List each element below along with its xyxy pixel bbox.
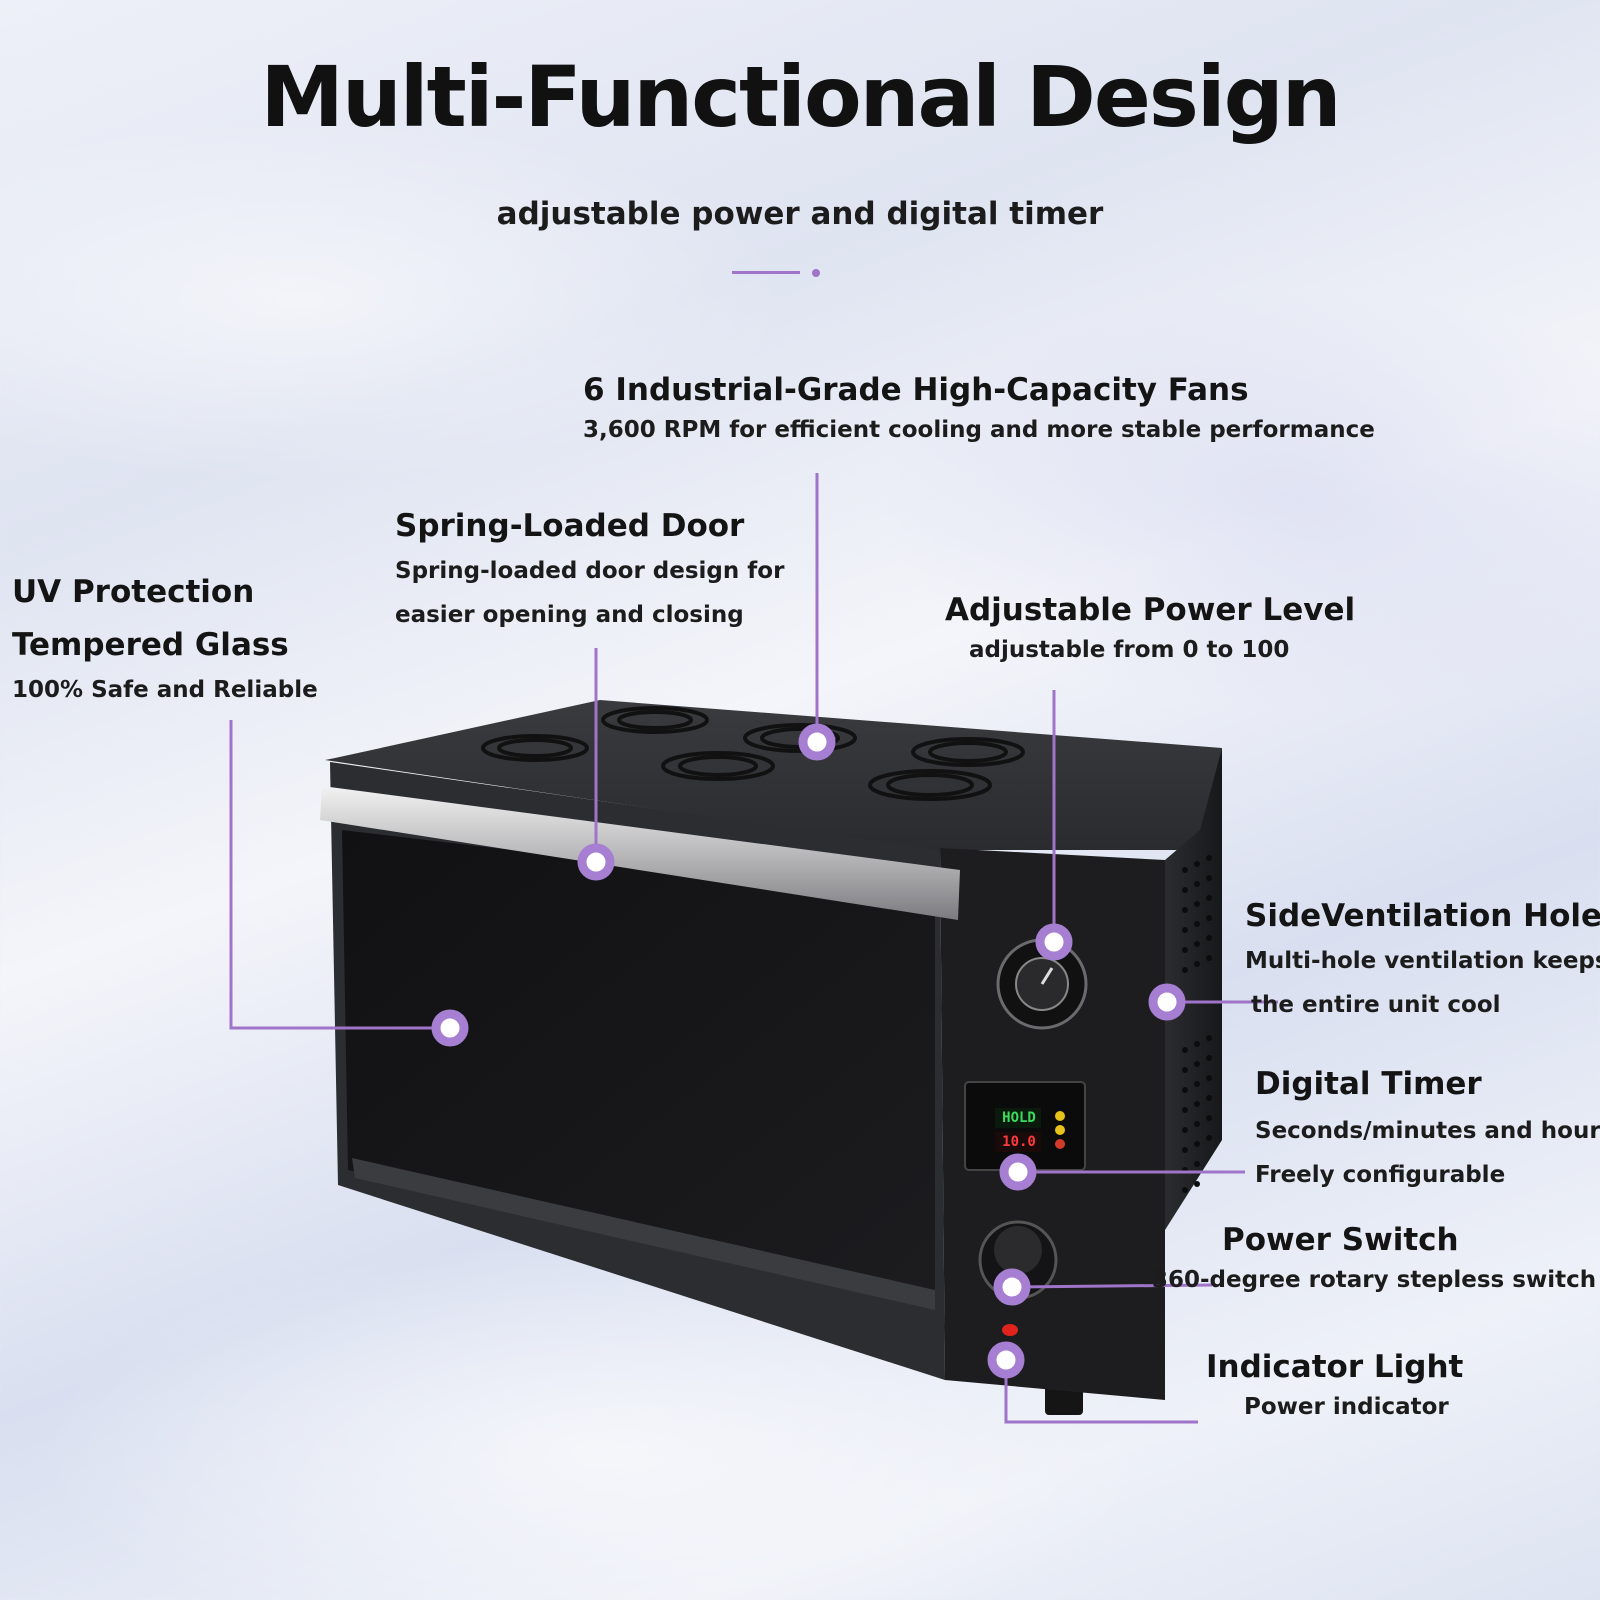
callout-indicator: Indicator Light Power indicator xyxy=(1206,1349,1463,1430)
callout-timer: Digital Timer Seconds/minutes and hours … xyxy=(1255,1066,1600,1197)
callout-door-description-line1: Spring-loaded door design for xyxy=(395,558,785,585)
side-vent-holes xyxy=(1182,855,1212,1193)
callout-dots xyxy=(431,723,1186,1379)
page-title: Multi-Functional Design xyxy=(260,48,1341,146)
callout-timer-description-line2: Freely configurable xyxy=(1255,1162,1506,1189)
callout-leader-lines xyxy=(229,473,1278,1424)
decorative-divider-dot xyxy=(812,269,820,277)
door-glass xyxy=(342,830,935,1295)
callout-door: Spring-Loaded Door Spring-loaded door de… xyxy=(395,508,784,637)
callout-glass-description: 100% Safe and Reliable xyxy=(12,677,318,703)
callout-fans-description: 3,600 RPM for efficient cooling and more… xyxy=(583,417,1375,444)
foot-right-front xyxy=(1045,1385,1083,1415)
timer-top-readout-bg xyxy=(995,1108,1041,1128)
callout-power-switch-description: 360-degree rotary stepless switch xyxy=(1152,1267,1597,1294)
callout-ventilation: SideVentilation Holes Multi-hole ventila… xyxy=(1245,898,1600,1027)
timer-button-1 xyxy=(1055,1111,1065,1121)
callout-fans-heading: 6 Industrial-Grade High-Capacity Fans xyxy=(583,372,1249,408)
callout-indicator-description: Power indicator xyxy=(1244,1394,1449,1421)
decorative-divider-line xyxy=(732,271,800,274)
door-handle xyxy=(320,786,960,920)
callout-power-switch-heading: Power Switch xyxy=(1222,1222,1459,1258)
timer-bottom-readout-bg xyxy=(995,1132,1041,1152)
callout-door-description-line2: easier opening and closing xyxy=(395,602,744,629)
callout-glass: UV Protection Tempered Glass 100% Safe a… xyxy=(12,563,318,713)
side-panel xyxy=(1165,748,1222,1230)
callout-timer-description-line1: Seconds/minutes and hours xyxy=(1255,1118,1600,1145)
timer-button-3 xyxy=(1055,1139,1065,1149)
timer-button-2 xyxy=(1055,1125,1065,1135)
callout-power-level-heading: Adjustable Power Level xyxy=(945,592,1356,628)
callout-timer-heading: Digital Timer xyxy=(1255,1066,1482,1102)
callout-indicator-heading: Indicator Light xyxy=(1206,1349,1464,1385)
callout-door-heading: Spring-Loaded Door xyxy=(395,508,745,544)
callout-power-level: Adjustable Power Level adjustable from 0… xyxy=(945,592,1355,673)
callout-power-switch: Power Switch 360-degree rotary stepless … xyxy=(1152,1222,1596,1303)
callout-glass-heading-line2: Tempered Glass xyxy=(12,627,289,663)
callout-glass-heading-line1: UV Protection xyxy=(12,574,255,610)
indicator-light xyxy=(1002,1324,1018,1336)
timer-bottom-readout: 10.0 xyxy=(1002,1134,1036,1150)
top-fans xyxy=(481,706,1025,801)
callout-power-level-description: adjustable from 0 to 100 xyxy=(969,637,1290,664)
callout-fans: 6 Industrial-Grade High-Capacity Fans 3,… xyxy=(583,372,1375,453)
timer-top-readout: HOLD xyxy=(1002,1110,1036,1126)
callout-ventilation-heading: SideVentilation Holes xyxy=(1245,898,1600,934)
page-subtitle: adjustable power and digital timer xyxy=(496,196,1104,232)
callout-ventilation-description-line2: the entire unit cool xyxy=(1251,992,1501,1019)
callout-ventilation-description-line1: Multi-hole ventilation keeps xyxy=(1245,948,1600,975)
door-bottom-trim xyxy=(352,1158,935,1310)
